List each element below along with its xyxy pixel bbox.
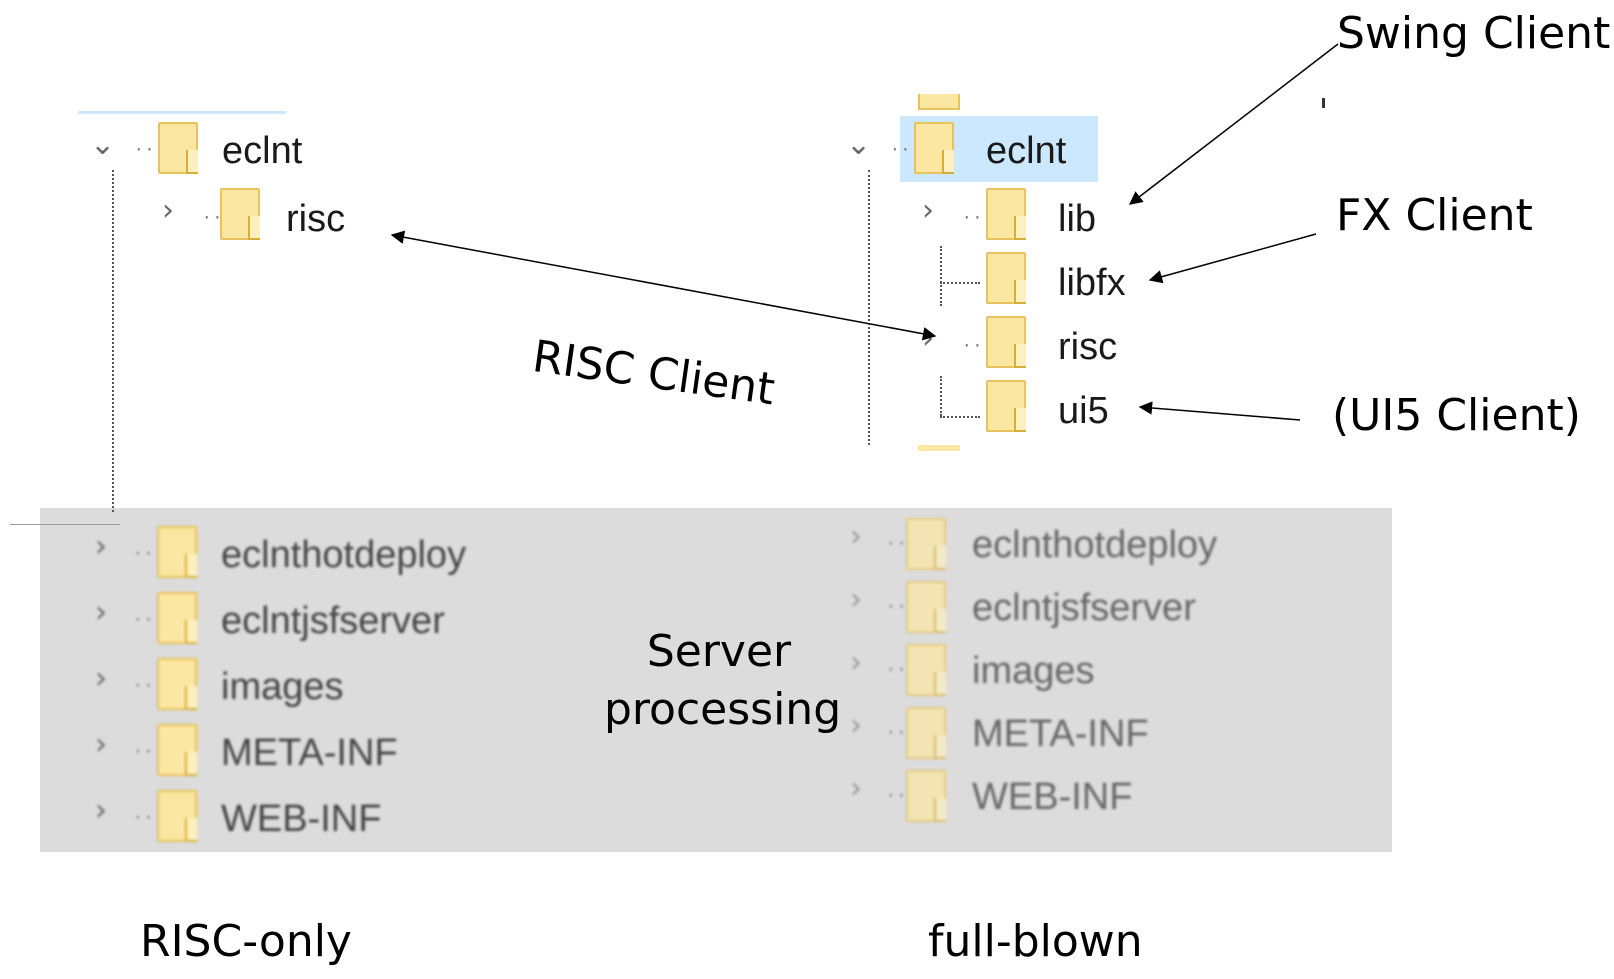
folder-icon [914, 122, 954, 174]
folder-icon [986, 316, 1026, 368]
folder-icon [157, 658, 197, 710]
server-processing-panel [40, 508, 1392, 852]
tree-node-label: libfx [1058, 262, 1126, 304]
tree-connector: ·· [886, 723, 908, 742]
tree-connector: ·· [133, 742, 155, 761]
tree-connector: ·· [886, 597, 908, 616]
tree-node-label: eclnt [222, 130, 303, 172]
tree-node-label: WEB-INF [972, 776, 1133, 818]
chevron-right-icon[interactable]: › [162, 193, 174, 228]
folder-icon [906, 707, 946, 759]
fx-arrow [1148, 233, 1317, 284]
tree-node-label: risc [1058, 326, 1118, 368]
chevron-right-icon[interactable]: › [850, 582, 862, 617]
tree-node-label: META-INF [221, 732, 398, 774]
ui5-client-label: (UI5 Client) [1332, 390, 1581, 441]
folder-icon [918, 94, 960, 110]
chevron-right-icon[interactable]: › [95, 595, 107, 630]
left-tree-guide [112, 170, 114, 512]
tree-node-label: eclnt [986, 130, 1067, 172]
folder-icon [906, 581, 946, 633]
swing-arrow [1128, 43, 1339, 205]
folder-icon [157, 592, 197, 644]
folder-icon [986, 380, 1026, 432]
chevron-right-icon[interactable]: › [850, 645, 862, 680]
tree-node-label: eclntjsfserver [221, 600, 445, 642]
tree-node-label: WEB-INF [221, 798, 382, 840]
tree-connector: ·· [962, 208, 984, 227]
risc-arrow [390, 230, 937, 341]
chevron-right-icon[interactable]: › [95, 529, 107, 564]
folder-icon [906, 770, 946, 822]
tree-node-label: risc [286, 198, 346, 240]
tree-connector: ·· [202, 208, 224, 227]
tree-node-label: META-INF [972, 713, 1149, 755]
folder-icon [220, 188, 260, 240]
tree-connector: ·· [886, 660, 908, 679]
ui5-arrow [1138, 401, 1301, 421]
tree-node-label: images [972, 650, 1095, 692]
caption-risc-only: RISC-only [140, 916, 352, 967]
fx-client-label: FX Client [1336, 190, 1533, 241]
tree-connector: ·· [134, 140, 156, 159]
tree-node-label: ui5 [1058, 390, 1109, 432]
swing-client-label: Swing Client [1337, 8, 1611, 59]
left-top-highlight [78, 111, 286, 114]
chevron-right-icon[interactable]: › [95, 793, 107, 828]
right-child-guide [940, 416, 980, 418]
chevron-right-icon[interactable]: › [95, 661, 107, 696]
tree-connector: ·· [962, 336, 984, 355]
tree-node-label: images [221, 666, 344, 708]
folder-icon [906, 644, 946, 696]
server-processing-line: Server [646, 626, 792, 677]
folder-icon [986, 252, 1026, 304]
chevron-right-icon[interactable]: › [850, 771, 862, 806]
chevron-right-icon[interactable]: › [95, 727, 107, 762]
tree-node-label: lib [1058, 198, 1097, 240]
right-child-guide [940, 376, 942, 416]
tree-node-label: eclnthotdeploy [972, 524, 1218, 566]
tree-node-label: eclnthotdeploy [221, 534, 467, 576]
tree-connector: ·· [890, 140, 912, 159]
folder-icon [157, 790, 197, 842]
tree-connector: ·· [133, 676, 155, 695]
chevron-down-icon[interactable]: ⌄ [846, 127, 872, 162]
right-child-guide [940, 246, 942, 306]
tree-connector: ·· [886, 534, 908, 553]
left-divider [10, 524, 120, 525]
folder-icon [158, 122, 198, 174]
caption-full-blown: full-blown [928, 916, 1143, 967]
tree-connector: ·· [133, 808, 155, 827]
chevron-right-icon[interactable]: › [850, 519, 862, 554]
folder-icon [157, 724, 197, 776]
tree-node-label: eclntjsfserver [972, 587, 1196, 629]
right-child-guide [940, 282, 980, 284]
tree-connector: ·· [133, 544, 155, 563]
tree-connector: ·· [886, 786, 908, 805]
chevron-right-icon[interactable]: › [922, 193, 934, 228]
tree-connector: ·· [133, 610, 155, 629]
server-processing-line: processing [604, 684, 842, 735]
folder-icon [918, 445, 960, 451]
folder-icon [157, 526, 197, 578]
chevron-down-icon[interactable]: ⌄ [90, 127, 116, 162]
server-processing-label: Server processing [604, 626, 842, 735]
cut-off-glyph [1322, 98, 1325, 108]
folder-icon [906, 518, 946, 570]
folder-icon [986, 188, 1026, 240]
chevron-right-icon[interactable]: › [850, 708, 862, 743]
